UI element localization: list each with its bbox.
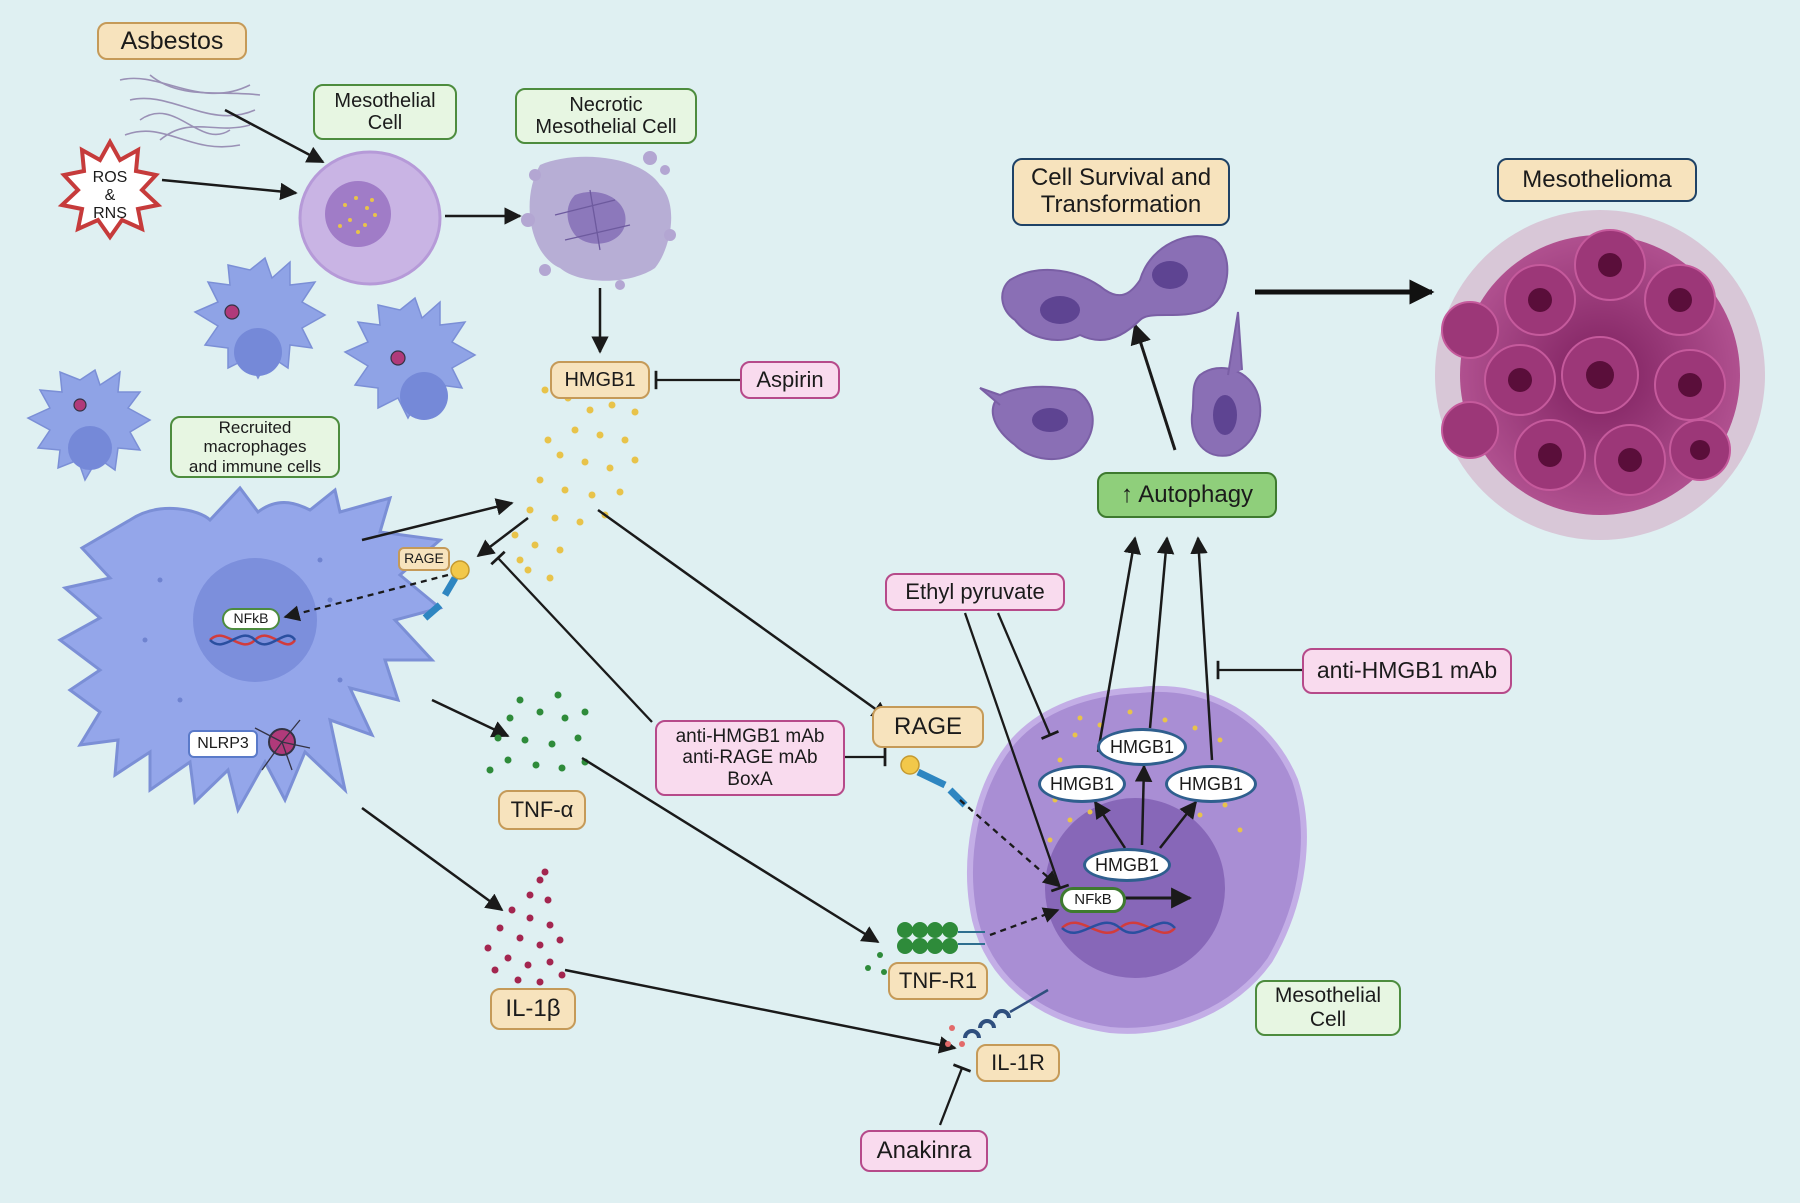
arrow-hmgb1-autophagy-1 (1096, 536, 1141, 753)
arrow-hmgb1-right (1159, 800, 1198, 849)
label-inhibitors: anti-HMGB1 mAb anti-RAGE mAb BoxA (655, 720, 845, 796)
arrow-macrophage-il1b (361, 806, 504, 912)
arrow-ros-cell (161, 178, 298, 201)
label-anti-hmgb1: anti-HMGB1 mAb (1302, 648, 1512, 694)
inhibit-small-rage (490, 550, 653, 723)
label-ros-rns: ROS & RNS (92, 169, 128, 222)
necrotic-cell-shape (521, 151, 676, 290)
arrow-hmgb1-rage (597, 508, 890, 720)
label-asbestos: Asbestos (97, 22, 247, 60)
arrow-macrophage-hmgb1 (361, 498, 514, 542)
asbestos-fibers (119, 74, 261, 148)
arrow-hmgb1-autophagy-3 (1190, 536, 1214, 761)
arrow-tnf-tnfr1 (581, 756, 880, 944)
label-rage-small: RAGE (398, 547, 450, 571)
arrow-hmgb1-autophagy-2 (1148, 536, 1175, 729)
label-necrotic-cell: Necrotic Mesothelial Cell (515, 88, 697, 144)
label-recruited-cells: Recruited macrophages and immune cells (170, 416, 340, 478)
inhibit-anakinra (938, 1063, 972, 1126)
oval-hmgb1-right: HMGB1 (1165, 765, 1257, 803)
arrow-hmgb1-rage-small (476, 517, 529, 558)
label-nlrp3: NLRP3 (188, 730, 258, 758)
label-il1r: IL-1R (976, 1044, 1060, 1082)
arrow-tnfr1-nfkb (989, 907, 1060, 937)
label-mesothelial-cell-bottom: Mesothelial Cell (1255, 980, 1401, 1036)
label-mesothelial-cell-top: Mesothelial Cell (313, 84, 457, 140)
oval-hmgb1-top: HMGB1 (1097, 728, 1187, 766)
arrow-macrophage-tnf (431, 698, 510, 738)
label-tnf-r1: TNF-R1 (888, 962, 988, 1000)
label-cell-survival: Cell Survival and Transformation (1012, 158, 1230, 226)
arrow-hmgb1-left (1093, 800, 1127, 849)
il1b-dots (484, 868, 566, 986)
label-rage: RAGE (872, 706, 984, 748)
arrow-il1b-il1r (564, 968, 957, 1054)
mesothelioma-tumor-shape (1435, 210, 1765, 540)
inflammasome-small (73, 304, 406, 412)
inhibit-ethyl-pyruvate-hmgb1 (996, 612, 1060, 740)
oval-hmgb1-left: HMGB1 (1038, 765, 1126, 803)
label-aspirin: Aspirin (740, 361, 840, 399)
mesothelial-cell-top-shape (298, 150, 442, 286)
ros-rns-burst (57, 137, 163, 241)
inhibit-ethyl-pyruvate-nfkb (963, 612, 1070, 893)
label-mesothelioma: Mesothelioma (1497, 158, 1697, 202)
arrow-asbestos-cell (224, 108, 325, 164)
recruited-macrophages (26, 256, 477, 482)
label-anakinra: Anakinra (860, 1130, 988, 1172)
label-ethyl-pyruvate: Ethyl pyruvate (885, 573, 1065, 611)
arrow-autophagy-transformation (1130, 322, 1177, 451)
label-il1b: IL-1β (490, 988, 576, 1030)
label-hmgb1: HMGB1 (550, 361, 650, 399)
label-nfkb-mesothelial: NFkB (1060, 887, 1126, 913)
hmgb1-released-dots (511, 386, 639, 582)
label-nfkb-macrophage: NFkB (222, 608, 280, 630)
large-macrophage-shape (57, 485, 470, 815)
oval-hmgb1-nucleus: HMGB1 (1083, 848, 1171, 882)
arrow-hmgb1-top (1134, 764, 1153, 846)
label-autophagy: ↑ Autophagy (1097, 472, 1277, 518)
label-tnf-alpha: TNF-α (498, 790, 586, 830)
